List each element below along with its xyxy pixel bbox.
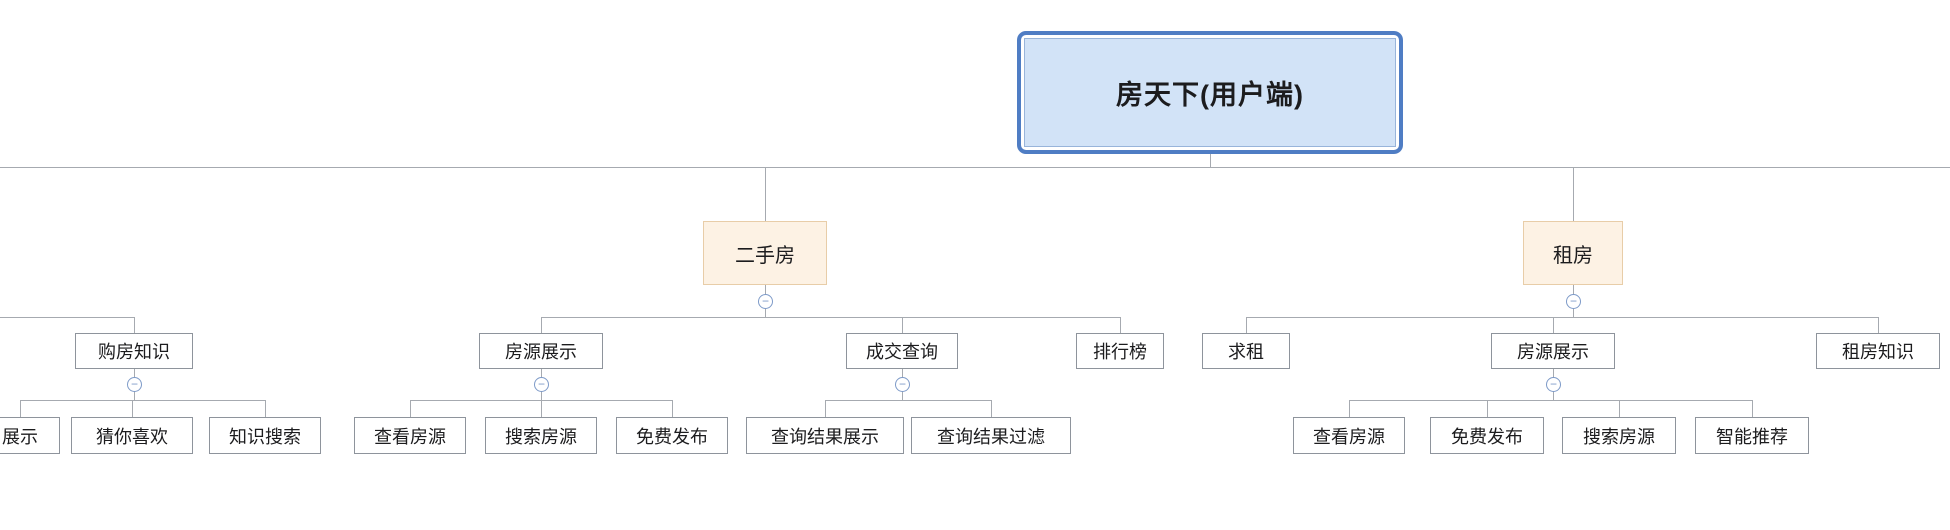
connector-line bbox=[1619, 400, 1620, 417]
collapse-icon[interactable]: − bbox=[1566, 294, 1581, 309]
connector-line bbox=[825, 400, 826, 417]
connector-line bbox=[1349, 400, 1752, 401]
connector-line bbox=[541, 317, 542, 333]
node-display-partial[interactable]: 展示 bbox=[0, 417, 60, 454]
node-query-result-filter[interactable]: 查询结果过滤 bbox=[911, 417, 1071, 454]
connector-line bbox=[410, 400, 411, 417]
collapse-icon[interactable]: − bbox=[127, 377, 142, 392]
root-node-label: 房天下(用户端) bbox=[1024, 38, 1396, 147]
node-smart-recommend[interactable]: 智能推荐 bbox=[1695, 417, 1809, 454]
connector-line bbox=[765, 167, 766, 221]
collapse-icon[interactable]: − bbox=[534, 377, 549, 392]
connector-line bbox=[991, 400, 992, 417]
connector-line bbox=[265, 400, 266, 417]
node-renting[interactable]: 租房 bbox=[1523, 221, 1623, 285]
connector-line bbox=[541, 400, 542, 417]
node-renting-knowledge[interactable]: 租房知识 bbox=[1816, 333, 1940, 369]
connector-line bbox=[1349, 400, 1350, 417]
collapse-icon[interactable]: − bbox=[758, 294, 773, 309]
node-free-post-rent[interactable]: 免费发布 bbox=[1430, 417, 1544, 454]
connector-line bbox=[672, 400, 673, 417]
connector-line bbox=[825, 400, 991, 401]
connector-line bbox=[20, 400, 21, 417]
connector-line bbox=[1246, 317, 1878, 318]
node-view-listings-rent[interactable]: 查看房源 bbox=[1293, 417, 1405, 454]
connector-line bbox=[1246, 317, 1247, 333]
node-query-result-display[interactable]: 查询结果展示 bbox=[746, 417, 904, 454]
node-guess-you-like[interactable]: 猜你喜欢 bbox=[71, 417, 193, 454]
node-buying-knowledge[interactable]: 购房知识 bbox=[75, 333, 193, 369]
connector-line bbox=[1210, 154, 1211, 167]
connector-line bbox=[1553, 317, 1554, 333]
node-knowledge-search[interactable]: 知识搜索 bbox=[209, 417, 321, 454]
node-rent-wanted[interactable]: 求租 bbox=[1202, 333, 1290, 369]
connector-line bbox=[1573, 167, 1574, 221]
connector-line bbox=[134, 317, 135, 333]
connector-line bbox=[1752, 400, 1753, 417]
node-transaction-query[interactable]: 成交查询 bbox=[846, 333, 958, 369]
node-listing-display-rent[interactable]: 房源展示 bbox=[1491, 333, 1615, 369]
connector-line bbox=[1487, 400, 1488, 417]
node-ranking[interactable]: 排行榜 bbox=[1076, 333, 1164, 369]
connector-line bbox=[1878, 317, 1879, 333]
root-node[interactable]: 房天下(用户端) bbox=[1017, 31, 1403, 154]
connector-line bbox=[1120, 317, 1121, 333]
connector-line bbox=[0, 167, 1950, 168]
connector-line bbox=[20, 400, 265, 401]
node-free-post-secondhand[interactable]: 免费发布 bbox=[616, 417, 728, 454]
node-search-listings-secondhand[interactable]: 搜索房源 bbox=[485, 417, 597, 454]
node-view-listings-secondhand[interactable]: 查看房源 bbox=[354, 417, 466, 454]
connector-line bbox=[0, 317, 134, 318]
connector-line bbox=[541, 317, 1120, 318]
connector-line bbox=[132, 400, 133, 417]
node-search-listings-rent[interactable]: 搜索房源 bbox=[1562, 417, 1676, 454]
collapse-icon[interactable]: − bbox=[1546, 377, 1561, 392]
node-listing-display-secondhand[interactable]: 房源展示 bbox=[479, 333, 603, 369]
connector-line bbox=[902, 317, 903, 333]
node-second-hand-house[interactable]: 二手房 bbox=[703, 221, 827, 285]
collapse-icon[interactable]: − bbox=[895, 377, 910, 392]
